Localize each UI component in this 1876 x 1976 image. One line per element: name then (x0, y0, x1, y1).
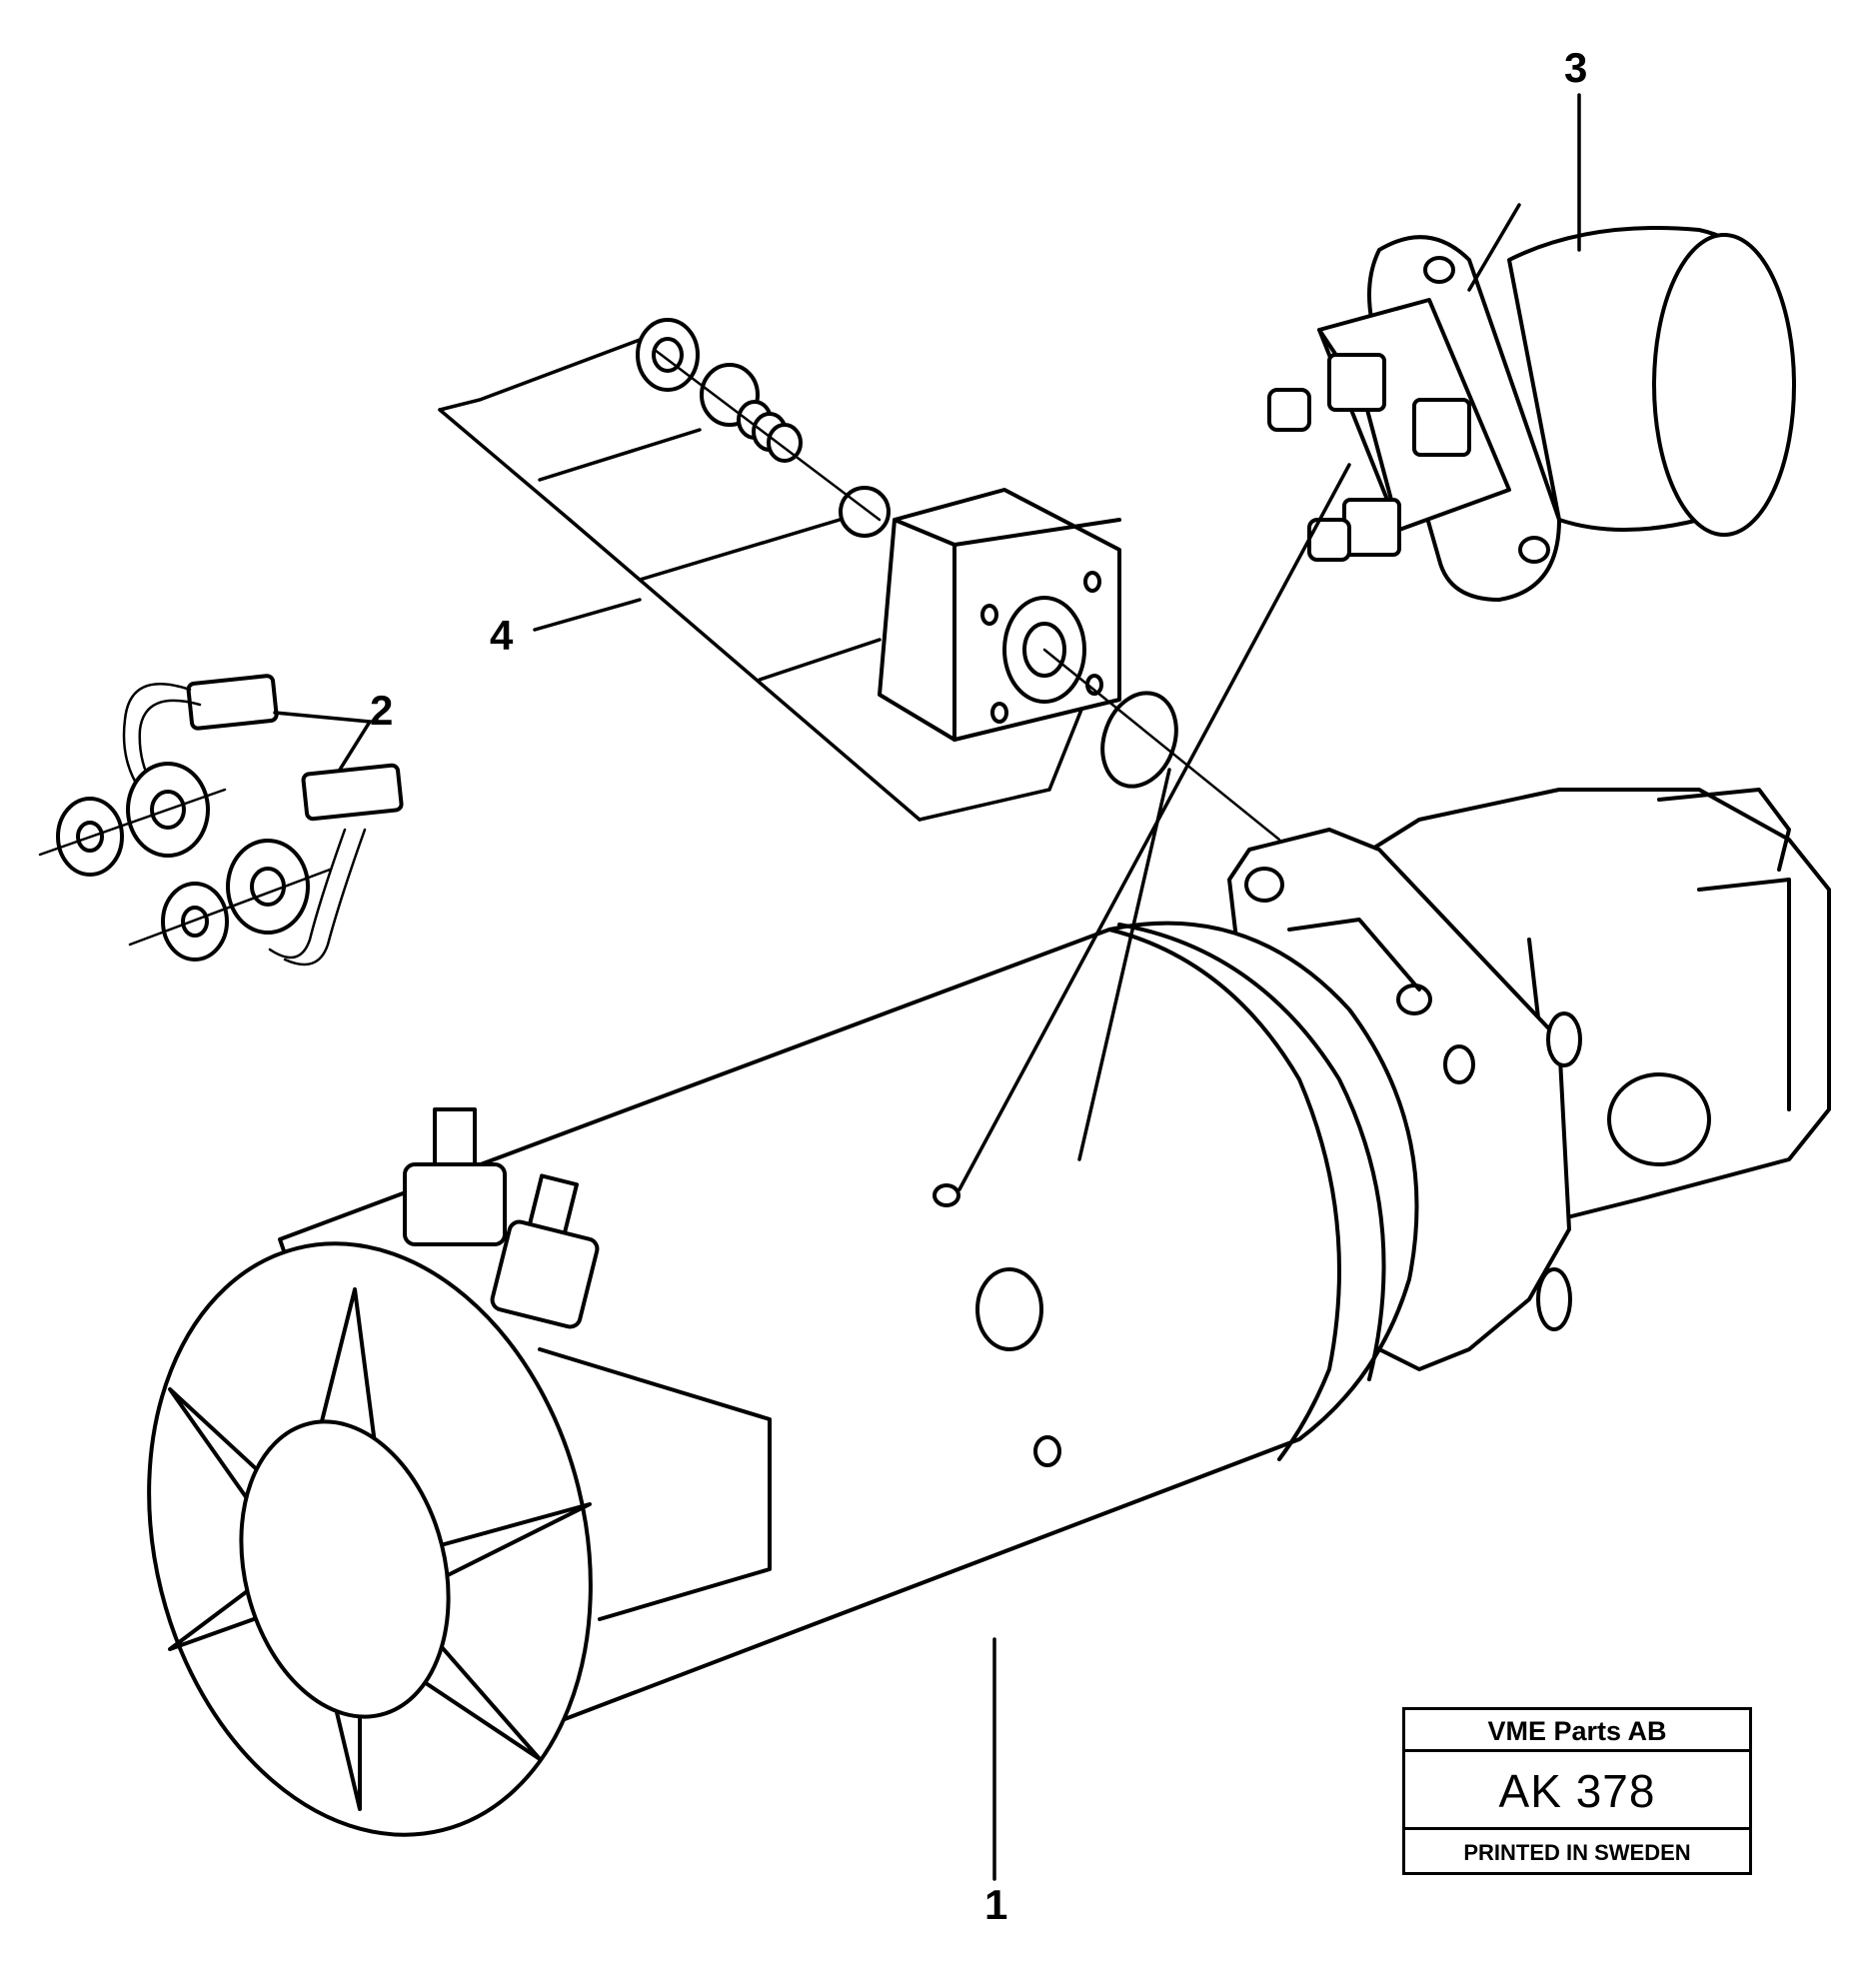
title-block: VME Parts AB AK 378 PRINTED IN SWEDEN (1402, 1707, 1752, 1875)
leader-line-motor (1077, 768, 1171, 1161)
electric-motor-assembly (147, 788, 1831, 1837)
motor-terminal-studs (403, 1107, 600, 1329)
callout-1: 1 (984, 1881, 1007, 1928)
callout-2: 2 (370, 687, 393, 734)
solenoid-terminals (1267, 353, 1471, 562)
leader-line-3-bolt (1467, 203, 1521, 292)
company-name: VME Parts AB (1405, 1710, 1749, 1752)
solenoid-switch (1267, 226, 1796, 602)
valve-spring (700, 363, 803, 463)
callout-4: 4 (490, 612, 514, 659)
callout-3: 3 (1564, 44, 1587, 91)
motor-end-cap (147, 1241, 772, 1837)
printed-note: PRINTED IN SWEDEN (1463, 1840, 1691, 1865)
valve-block (878, 488, 1121, 742)
valve-block-kit (438, 318, 1281, 842)
cable-connector-kit (38, 674, 404, 967)
leader-line-4 (533, 598, 642, 632)
drawing-code: AK 378 (1405, 1752, 1749, 1830)
